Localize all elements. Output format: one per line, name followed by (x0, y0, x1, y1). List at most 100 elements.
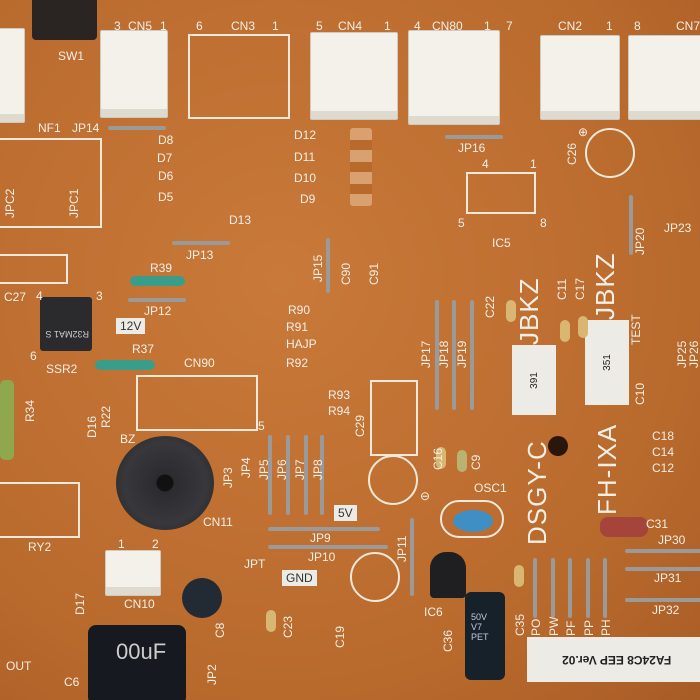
label-c12: C12 (652, 461, 675, 475)
label-d10: D10 (294, 171, 317, 185)
jumper-jp8 (320, 435, 324, 515)
jumper-jp6 (286, 435, 290, 515)
switch-sw1[interactable] (32, 0, 97, 40)
resistor-c11 (560, 320, 570, 342)
label-jp4: JP4 (239, 457, 253, 478)
label-jp3: JP3 (221, 467, 235, 488)
label-r91: R91 (286, 320, 309, 334)
ry2-outline (0, 482, 80, 538)
transistor-ic6 (430, 552, 466, 598)
label-r94: R94 (328, 404, 351, 418)
label-cn5-pin1: 1 (160, 19, 167, 33)
label-dsgy-c: DSGY-C (522, 440, 552, 545)
label-cn5-pin3: 3 (114, 19, 121, 33)
ssr2-chip: R32MA1 S (40, 297, 92, 351)
label-cn3-pin6: 6 (196, 19, 203, 33)
label-cn2-pin1: 1 (606, 19, 613, 33)
capacitor-osc1 (453, 510, 493, 532)
label-c35: C35 (513, 613, 527, 636)
ic5-outline (466, 172, 536, 214)
resistor-r34 (0, 380, 14, 460)
label-d12: D12 (294, 128, 317, 142)
minus-marker: ⊖ (420, 489, 431, 503)
label-r37: R37 (132, 342, 155, 356)
label-c26: C26 (565, 142, 579, 165)
jumper-jp5 (268, 435, 272, 515)
label-cn7: CN7 (676, 19, 700, 33)
label-c90: C90 (339, 262, 353, 285)
jumper-jp31 (625, 567, 700, 571)
label-ic5-pin8: 8 (540, 216, 547, 230)
label-gnd: GND (282, 570, 317, 586)
resistor-c22 (506, 300, 516, 322)
label-cn10-pin1: 1 (118, 537, 125, 551)
label-test: TEST (629, 314, 643, 345)
label-bz: BZ (120, 432, 136, 446)
label-osc1: OSC1 (474, 481, 507, 495)
c29-outline (370, 380, 418, 456)
label-ic5-pin1: 1 (530, 157, 537, 171)
c16-outline (368, 455, 418, 505)
resistor-c17 (578, 316, 588, 338)
connector-cn10 (105, 550, 161, 596)
label-c31: C31 (646, 517, 669, 531)
label-c22: C22 (483, 295, 497, 318)
connector-cn2 (540, 35, 620, 120)
mounting-hole (548, 436, 568, 456)
label-c14: C14 (652, 445, 675, 459)
label-jp20: JP20 (633, 227, 647, 255)
label-cn2: CN2 (558, 19, 583, 33)
jumper-jp32 (625, 598, 700, 602)
jumper-jp7 (304, 435, 308, 515)
jumper-jp19 (470, 300, 474, 410)
label-jp15: JP15 (311, 254, 325, 282)
label-cn80: CN80 (432, 19, 463, 33)
c27-outline (0, 254, 68, 284)
jumper-jp9 (268, 527, 380, 531)
jumper-jp16 (445, 135, 503, 139)
capacitor-c31 (600, 517, 648, 537)
label-cn4-pin5: 5 (316, 19, 323, 33)
label-c6: C6 (64, 675, 80, 689)
label-pw: PW (547, 616, 561, 636)
label-out: OUT (6, 659, 32, 673)
label-c8: C8 (213, 622, 227, 638)
label-ssr2-pin3: 3 (96, 289, 103, 303)
label-jpc2: JPC2 (3, 188, 17, 218)
label-pf: PF (564, 620, 578, 636)
connector-cn7 (628, 35, 700, 120)
label-d6: D6 (158, 169, 174, 183)
label-hajp: HAJP (286, 337, 317, 351)
jumper-ph (603, 558, 607, 618)
jumper-jp12 (128, 298, 186, 302)
label-jp30: JP30 (658, 533, 686, 547)
jumper-pf (568, 558, 572, 618)
label-c23: C23 (281, 615, 295, 638)
osc1-outline (440, 500, 504, 538)
jumper-pp (586, 558, 590, 618)
nf1-outline (0, 138, 102, 228)
label-cn4: CN4 (338, 19, 363, 33)
label-c36: C36 (441, 629, 455, 652)
label-c91: C91 (367, 262, 381, 285)
label-d17: D17 (73, 592, 87, 615)
label-r39: R39 (150, 261, 173, 275)
label-r90: R90 (288, 303, 311, 317)
plus-marker: ⊕ (578, 125, 589, 139)
jumper-jp18 (452, 300, 456, 410)
label-nf1: NF1 (38, 121, 61, 135)
label-cn90-pin5: 5 (258, 419, 265, 433)
label-c16: C16 (431, 447, 445, 470)
label-d9: D9 (300, 192, 316, 206)
label-c18: C18 (652, 429, 675, 443)
connector-cn5 (100, 30, 168, 118)
label-jp14: JP14 (72, 121, 100, 135)
label-5v: 5V (334, 505, 357, 521)
label-c17: C17 (573, 277, 587, 300)
connector-cn3-outline (188, 34, 290, 119)
label-cn80-pin4: 4 (414, 19, 421, 33)
label-jp23: JP23 (664, 221, 692, 235)
jumper-jp15 (326, 238, 330, 293)
label-d7: D7 (157, 151, 173, 165)
label-c19: C19 (333, 625, 347, 648)
